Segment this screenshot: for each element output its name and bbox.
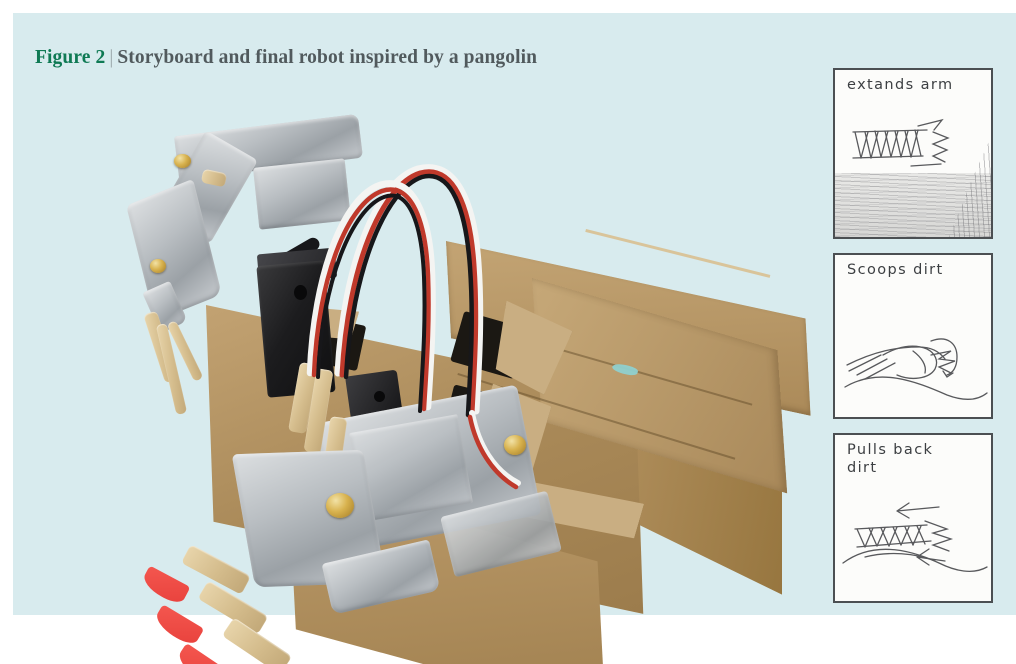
figure-number: Figure 2	[35, 47, 106, 68]
storyboard-sketch-2	[835, 255, 991, 417]
caption-separator: |	[109, 47, 114, 68]
servo-hole	[294, 285, 307, 300]
storyboard-label-3: Pulls back dirt	[847, 442, 934, 477]
claw-tip-red-3	[173, 642, 229, 664]
storyboard-panel-2[interactable]: Scoops dirt	[833, 253, 993, 419]
cardboard-edge-highlight	[585, 229, 771, 278]
brass-fastener	[174, 154, 191, 168]
sketch-ground-hatching	[835, 173, 991, 237]
claw-tip-red-2	[151, 604, 205, 648]
final-robot-photo	[26, 73, 816, 664]
storyboard-sketch-3	[835, 435, 991, 601]
photo-content	[26, 73, 816, 664]
brass-fastener	[504, 435, 526, 455]
storyboard-panel-1[interactable]: extands arm	[833, 68, 993, 239]
figure-caption: Figure 2|Storyboard and final robot insp…	[35, 47, 537, 69]
brass-fastener	[150, 259, 166, 273]
figure-panel: Figure 2|Storyboard and final robot insp…	[13, 13, 1016, 664]
sketch-lines-3	[842, 502, 988, 573]
storyboard-sketch-1	[835, 70, 991, 237]
brass-fastener	[326, 493, 354, 518]
storyboard-panels: extands arm	[833, 68, 993, 617]
upper-arm-block	[253, 158, 351, 230]
sketch-lines-1	[852, 118, 950, 167]
storyboard-label-2: Scoops dirt	[847, 262, 944, 278]
caption-text: Storyboard and final robot inspired by a…	[117, 47, 538, 68]
sketch-lines-2	[844, 338, 988, 400]
servo-hole	[374, 391, 385, 402]
claw-tip-red-1	[139, 565, 191, 607]
storyboard-panel-3[interactable]: Pulls back dirt	[833, 433, 993, 603]
storyboard-label-1: extands arm	[847, 77, 954, 93]
